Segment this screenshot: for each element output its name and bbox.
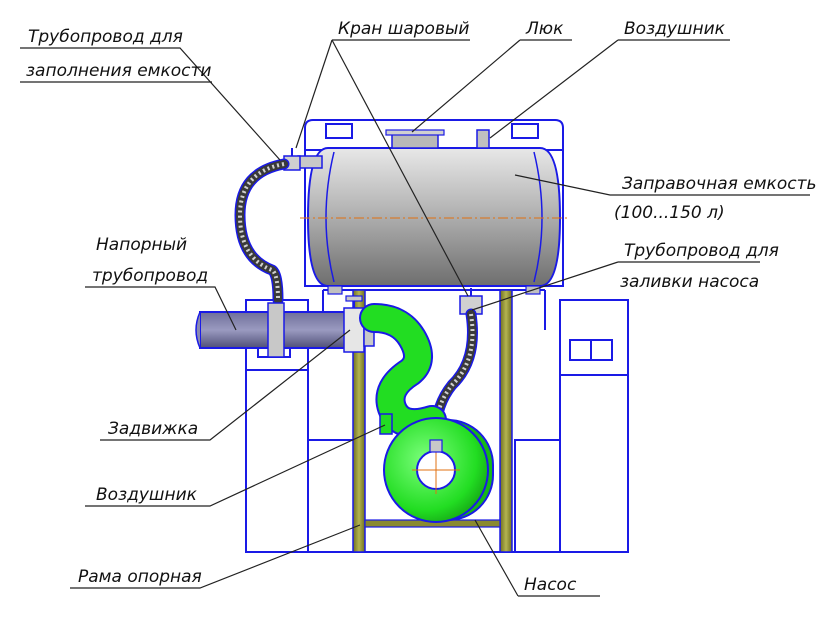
fill-hose (234, 158, 290, 306)
fill-hose-braid (237, 162, 285, 301)
pump-priming-port (429, 439, 443, 453)
leader-pump-pipe (471, 261, 760, 311)
hood-slot-left (325, 123, 353, 139)
leader-pressure (85, 286, 237, 331)
leader-pump (474, 519, 600, 597)
label-gate-valve: Задвижка (108, 419, 198, 439)
leader-air-vent-top (489, 39, 730, 139)
leader-fill-pipe (20, 47, 281, 161)
hood-outline (304, 119, 564, 150)
pipe-flange (267, 302, 285, 358)
gate-valve-wheel (345, 295, 363, 302)
leader-frame (70, 524, 361, 589)
right-cabinet (559, 299, 629, 553)
lower-right-body (514, 439, 560, 553)
label-hatch: Люк (525, 19, 564, 39)
label-pump-pipe-line2: заливки насоса (620, 272, 759, 292)
pressure-pipe (195, 295, 375, 358)
tank-body (306, 147, 562, 287)
label-fill-pipe-line1: Трубопровод для (28, 27, 183, 47)
pump-discharge (361, 305, 445, 436)
leader-hatch (411, 39, 572, 133)
leader-air-vent-bottom (85, 424, 386, 507)
label-pump: Насос (524, 575, 577, 595)
air-vent-pump (379, 413, 393, 435)
leader-tank (514, 174, 810, 196)
labels: Трубопровод для заполнения емкости Кран … (26, 19, 817, 595)
label-pump-pipe-line1: Трубопровод для (624, 241, 779, 261)
label-pressure-line1: Напорный (96, 235, 187, 255)
leader-gate-valve (100, 329, 351, 441)
hood-slot-right (511, 123, 539, 139)
label-air-vent-top: Воздушник (624, 19, 726, 39)
tank (297, 129, 570, 295)
pump (359, 303, 494, 523)
label-air-vent-bottom: Воздушник (96, 485, 198, 505)
label-ball-valve: Кран шаровый (338, 19, 469, 39)
leader-lines (20, 39, 810, 597)
leader-ball-valve-b (331, 39, 469, 297)
tank-leg-left (327, 285, 343, 295)
support-frame (352, 289, 513, 553)
hatch-lid (385, 129, 445, 136)
label-fill-pipe-line2: заполнения емкости (26, 61, 211, 81)
air-vent-top (476, 129, 490, 149)
label-frame: Рама опорная (78, 567, 202, 587)
post-right (499, 289, 513, 553)
post-left (352, 289, 366, 553)
pressure-pipe-end (195, 311, 201, 349)
label-tank-line2: (100...150 л) (614, 203, 725, 223)
leader-ball-valve-a (295, 39, 333, 149)
label-pressure-line2: трубопровод (92, 266, 208, 286)
fill-inlet (297, 155, 323, 169)
label-tank-line1: Заправочная емкость (622, 174, 817, 194)
